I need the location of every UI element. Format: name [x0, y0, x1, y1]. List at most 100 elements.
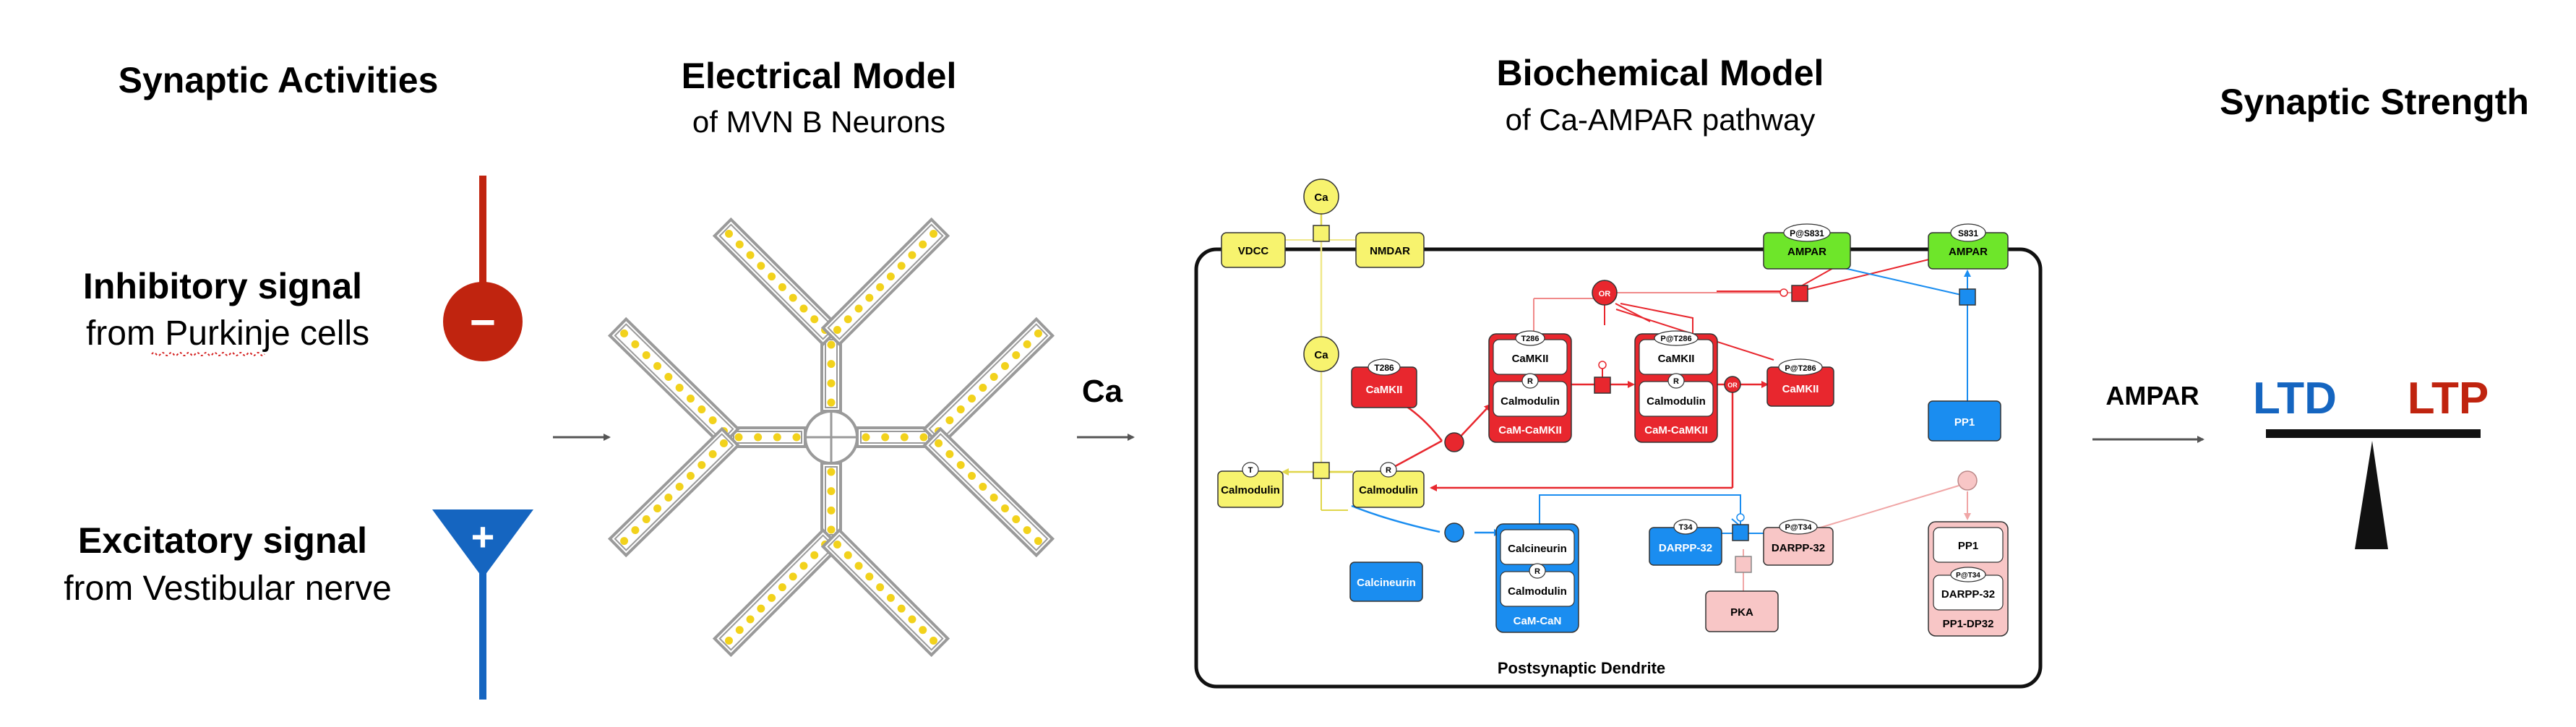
autophos-modifier-dot [1598, 361, 1607, 369]
compartment-dot [827, 468, 836, 476]
p-complex-r-tag-text: R [1673, 377, 1679, 386]
complex-r-tag-text: R [1527, 377, 1533, 386]
compartment-dot [697, 460, 706, 469]
calcineurin-binding-dot [1444, 522, 1464, 543]
synaptic-activities-title: Synaptic Activities [119, 60, 439, 100]
compartment-dot [778, 583, 786, 592]
compartment-dot [919, 626, 927, 634]
compartment-dot [854, 562, 863, 570]
can-r-tag-text: R [1534, 567, 1540, 576]
excitatory-synapse-icon: + [432, 509, 533, 700]
compartment-dot [792, 433, 801, 442]
compartment-dot [810, 315, 819, 324]
compartment-dot [778, 283, 786, 291]
pka-label: PKA [1730, 606, 1753, 619]
compartment-dot [664, 372, 673, 381]
compartment-dot [735, 240, 744, 249]
electrical-model-title: Electrical Model [682, 56, 957, 96]
camkii-label: CaMKII [1366, 384, 1403, 396]
compartment-dot [724, 637, 733, 645]
camkii-p-t286-label: CaMKII [1782, 383, 1819, 395]
compartment-dot [686, 395, 695, 403]
s831-tag-text: S831 [1958, 228, 1978, 238]
compartment-dot [768, 593, 776, 602]
balance-beam [2266, 429, 2481, 438]
postsynaptic-dendrite-compartment [1194, 247, 2043, 689]
inhibitory-source-prefix: from [86, 314, 165, 353]
compartment-dot [631, 340, 640, 348]
ampar-phos-square [1791, 285, 1808, 302]
distal-dendrite-3 [922, 317, 1055, 448]
compartment-dot [827, 360, 836, 369]
compartment-dot [1012, 350, 1021, 359]
compartment-dot [876, 283, 885, 291]
pp1-label: PP1 [1954, 416, 1975, 429]
ampar-dephos-square [1959, 288, 1976, 306]
pathway-edges [1272, 204, 1971, 593]
p-s831-tag-text: P@S831 [1790, 228, 1824, 238]
compartment-dot [746, 615, 755, 624]
ampar-modifier-dot [1779, 288, 1788, 297]
inhibitory-source-suffix: cells [291, 314, 369, 353]
compartment-dot [799, 562, 808, 570]
pp1-binding-dot [1957, 470, 1978, 491]
p-complex-calmodulin-label: Calmodulin [1647, 395, 1706, 408]
compartment-dot [757, 262, 765, 270]
compartment-dot [719, 439, 728, 447]
compartment-dot [653, 504, 662, 513]
compartment-dot [746, 251, 755, 259]
compartment-dot [735, 626, 744, 634]
pp1-dp32-pp1-sub [1933, 527, 2004, 563]
compartment-dot [865, 293, 874, 302]
compartment-dot [708, 416, 717, 425]
compartment-dot [900, 433, 909, 442]
compartment-dot [768, 272, 776, 281]
compartment-dot [1023, 340, 1031, 348]
mvn-b-neuron-model [607, 217, 1055, 658]
calmodulin-r-tag [1380, 462, 1397, 478]
or-node-right [1724, 376, 1741, 393]
compartment-dot [620, 537, 629, 546]
compartment-dot [956, 405, 965, 414]
compartment-dot [827, 340, 836, 349]
darpp32-dephos-square [1732, 524, 1749, 541]
synaptic-strength-title: Synaptic Strength [2220, 82, 2529, 122]
compartment-dot [881, 433, 890, 442]
proximal-dendrite-right [856, 426, 934, 448]
compartment-dot [833, 540, 841, 549]
calmodulin-r-label: Calmodulin [1359, 484, 1418, 496]
can-r-tag [1529, 563, 1546, 579]
camkii-binding-dot [1444, 432, 1464, 452]
compartment-dot [929, 229, 938, 238]
compartment-dot [1012, 515, 1021, 524]
compartment-dot [675, 482, 684, 491]
compartment-dot [653, 361, 662, 370]
autophos-square [1594, 377, 1611, 394]
complex-calmodulin-label: Calmodulin [1500, 395, 1560, 408]
compartment-dot [773, 433, 781, 442]
compartment-dot [919, 433, 928, 442]
balance-fulcrum [2355, 441, 2388, 549]
compartment-dot [810, 551, 819, 559]
compartment-dot [919, 240, 927, 249]
compartment-dot [1000, 361, 1009, 370]
pp1-dp32-pt34-tag [1950, 567, 1986, 582]
camkii-pt286-tag-text: P@T286 [1785, 364, 1816, 373]
compartment-dot [989, 494, 998, 502]
s831-tag [1950, 223, 1986, 242]
pp1-dp32-pt34-tag-text: P@T34 [1956, 572, 1980, 580]
calmodulin-t-tag-text: T [1248, 466, 1253, 475]
electrical-model-subtitle: of MVN B Neurons [692, 105, 945, 139]
proximal-dendrite-top [820, 335, 842, 413]
compartment-dot [968, 395, 976, 403]
compartment-dot [929, 637, 938, 645]
biochemical-model-subtitle: of Ca-AMPAR pathway [1506, 103, 1816, 137]
compartment-dot [886, 272, 895, 281]
darpp32-t34-tag-text: T34 [1679, 523, 1693, 532]
compartment-dot [686, 471, 695, 480]
calmodulin-t-tag [1242, 462, 1259, 478]
compartment-dot [908, 251, 916, 259]
ca-binding-square [1313, 462, 1330, 479]
calmodulin-t-label: Calmodulin [1221, 484, 1280, 496]
